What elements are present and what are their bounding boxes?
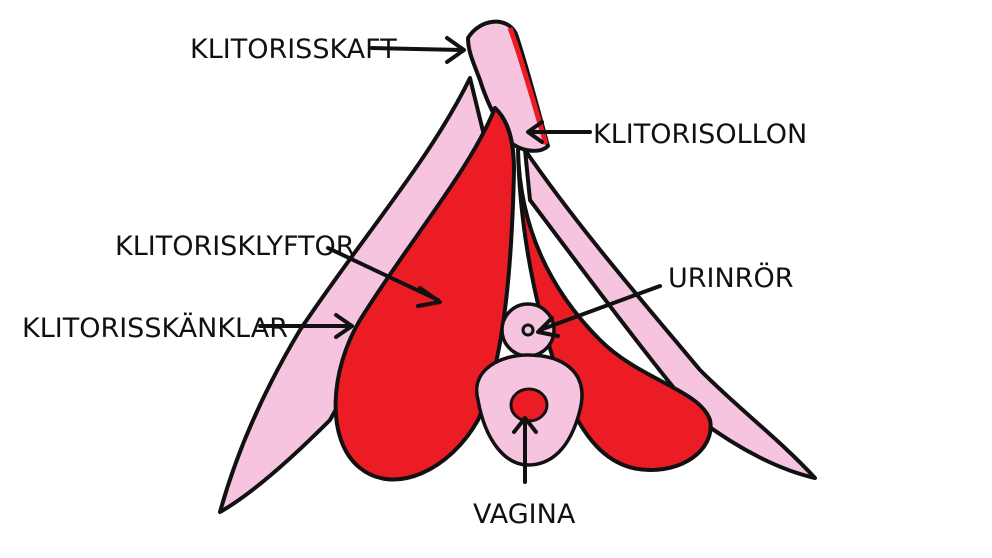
arrow-vagina-head [512, 416, 538, 434]
arrow-urethra [538, 284, 662, 332]
arrow-glans-head [526, 120, 544, 144]
label-vagina: VAGINA [473, 499, 576, 530]
label-crura: KLITORISSKÄNKLAR [22, 312, 288, 344]
arrow-bulbs-head [416, 286, 442, 308]
label-bulbs: KLITORISKLYFTOR [115, 231, 355, 262]
right-crus [523, 148, 817, 480]
arrow-crura-head [334, 313, 354, 339]
urethra-disc [500, 302, 556, 358]
arrow-urethra-head [536, 316, 560, 338]
label-urethra: URINRÖR [668, 262, 793, 294]
arrow-shaft [370, 46, 464, 52]
urethra-opening [521, 323, 535, 337]
arrow-shaft-head [445, 36, 466, 64]
arrows [258, 36, 662, 484]
label-shaft: KLITORISSKAFT [190, 34, 397, 65]
vaginal-opening [509, 387, 549, 423]
label-glans: KLITORISOLLON [593, 119, 807, 150]
arrow-bulbs [326, 246, 440, 302]
